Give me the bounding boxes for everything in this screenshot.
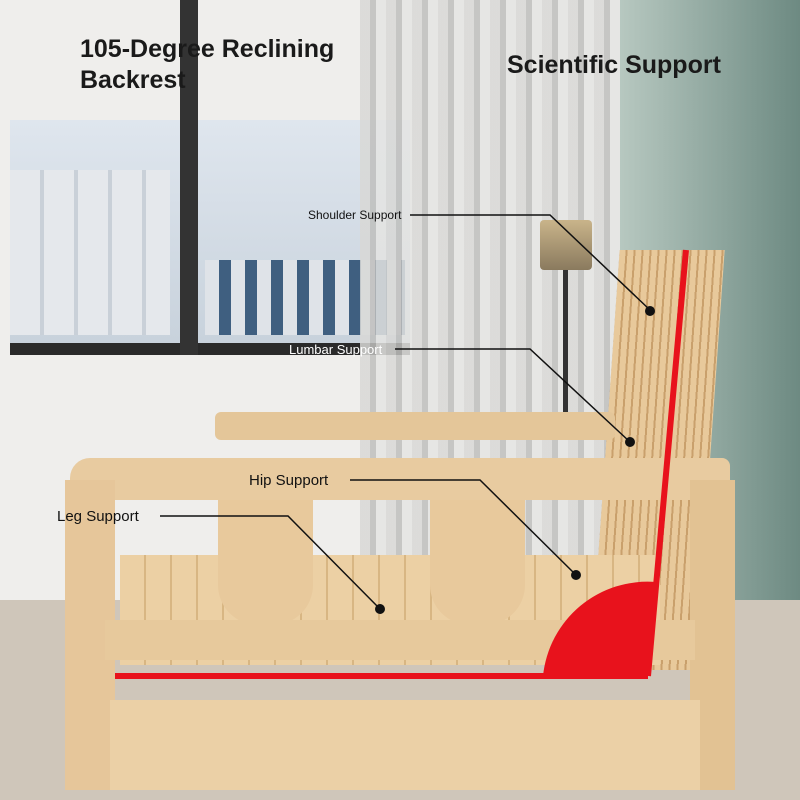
- base-panel: [110, 700, 700, 790]
- hip-leader: [350, 479, 577, 576]
- front-armrest: [70, 458, 730, 500]
- backrest-angle-line: [645, 249, 689, 677]
- hip-dot: [571, 570, 581, 580]
- headline-right: Scientific Support: [507, 51, 721, 79]
- leg-leader: [160, 515, 381, 610]
- lamp-pole: [563, 270, 568, 420]
- leg-dot: [375, 604, 385, 614]
- callout-shoulder: Shoulder Support: [308, 208, 402, 222]
- shoulder-dot: [645, 306, 655, 316]
- window-frame: [180, 0, 198, 355]
- support-post: [218, 500, 313, 625]
- lamp: [540, 220, 592, 270]
- angle-arc: [543, 581, 656, 676]
- lumbar-leader: [395, 348, 631, 443]
- lumbar-dot: [625, 437, 635, 447]
- callout-hip: Hip Support: [249, 472, 329, 489]
- rear-armrest: [215, 412, 615, 440]
- shoulder-leader: [410, 214, 651, 311]
- city-buildings: [10, 170, 170, 335]
- callout-lumbar: Lumbar Support: [289, 342, 383, 357]
- headline-left: 105-Degree Reclining Backrest: [80, 35, 335, 94]
- support-post: [430, 500, 525, 625]
- callout-leg: Leg Support: [57, 508, 139, 525]
